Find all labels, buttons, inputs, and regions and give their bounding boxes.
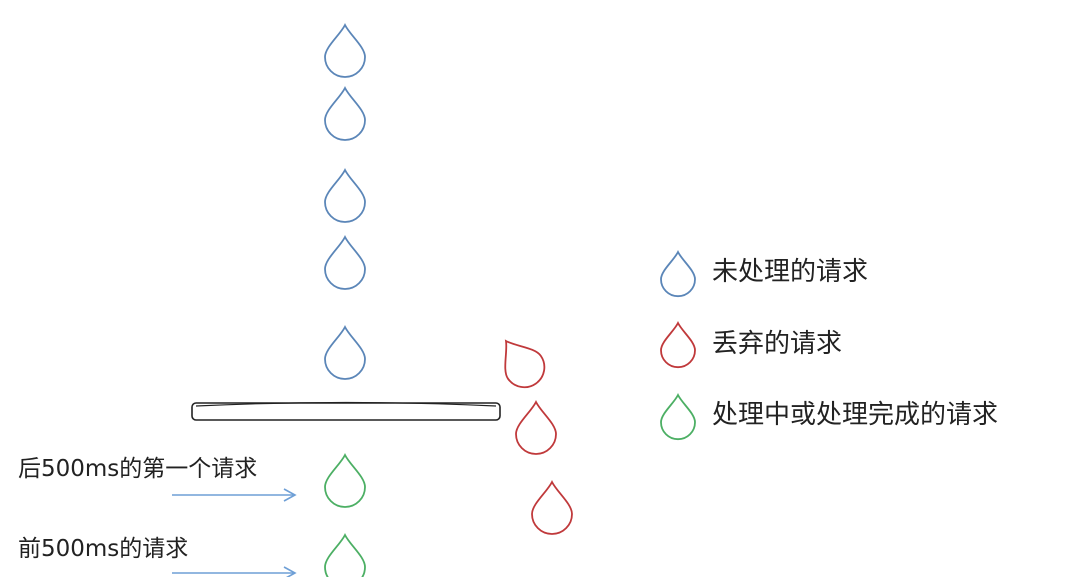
unprocessed-request-drop (324, 234, 366, 290)
legend-drop-icon-unprocessed (660, 249, 696, 298)
processed-request-drop (324, 452, 366, 508)
dropped-request-drop (515, 399, 557, 455)
unprocessed-request-drop (324, 324, 366, 380)
processed-request-drop (324, 532, 366, 577)
unprocessed-request-drop (324, 22, 366, 78)
legend-label-processed: 处理中或处理完成的请求 (712, 400, 998, 430)
arrow-earlier (172, 566, 297, 577)
annotation-earlier-requests: 前500ms的请求 (18, 536, 188, 562)
bucket-plate (191, 401, 501, 421)
dropped-request-drop (531, 479, 573, 535)
legend-label-dropped: 丢弃的请求 (712, 329, 842, 359)
legend-drop-icon-dropped (660, 320, 696, 369)
unprocessed-request-drop (324, 85, 366, 141)
unprocessed-request-drop (324, 167, 366, 223)
legend: 未处理的请求 丢弃的请求 处理中或处理完成的请求 (660, 249, 998, 441)
request-drops (324, 22, 573, 577)
annotation-later-first-request: 后500ms的第一个请求 (18, 456, 257, 482)
legend-drop-icon-processed (660, 392, 696, 441)
arrow-later (172, 488, 297, 502)
dropped-request-drop (504, 339, 546, 389)
legend-label-unprocessed: 未处理的请求 (712, 257, 868, 287)
